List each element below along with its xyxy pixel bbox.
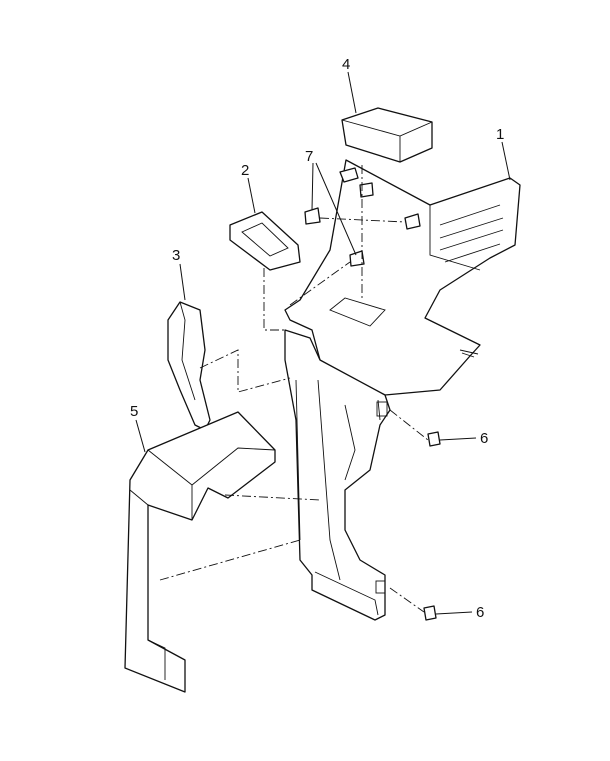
main-duct [284,329,391,621]
callout-2: 2 [241,162,249,179]
callout-3: 3 [172,247,180,264]
callout-4: 4 [342,56,350,73]
callout-6-upper: 6 [480,430,488,447]
callout-1: 1 [496,126,504,143]
part-5-duct [124,411,276,693]
part-2-grommet [229,211,301,271]
leader-lines [135,71,511,615]
part-4-pad [341,107,433,163]
callout-5: 5 [130,403,138,420]
assembly-lines [159,165,429,613]
part-6-clip-upper [427,431,441,447]
callout-7: 7 [305,148,313,165]
part-3-curved-piece [167,301,211,431]
part-7-fasteners [304,167,421,267]
part-6-clip-lower [423,605,437,621]
callout-6-lower: 6 [476,604,484,621]
